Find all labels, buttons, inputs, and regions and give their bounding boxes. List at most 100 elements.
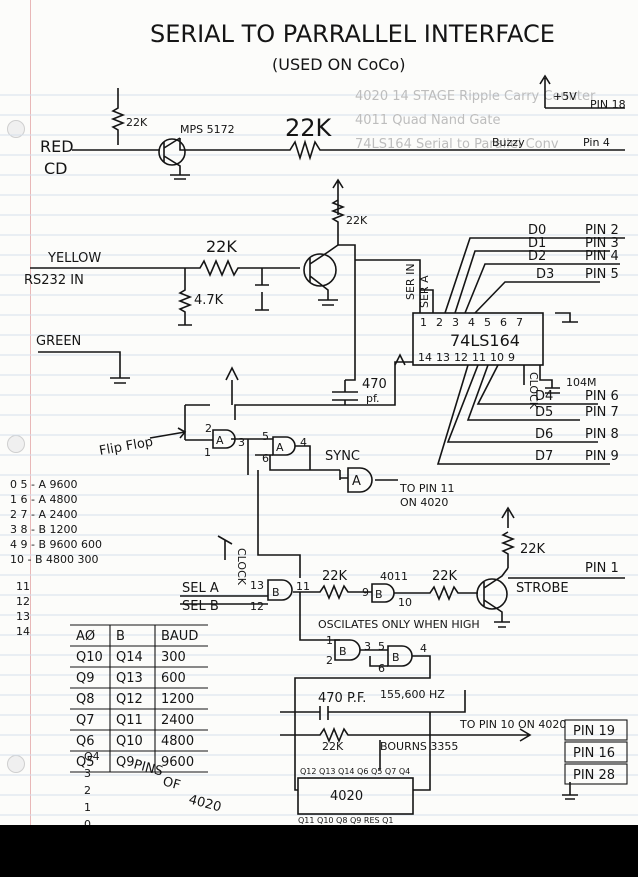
capacitor-unit: pf.: [366, 392, 380, 405]
serin-label: SER IN: [404, 263, 417, 300]
sync-gate: [339, 467, 373, 493]
transistor-mps5172: [158, 138, 186, 166]
chip-top-pins: Q12 Q13 Q14 Q6 Q5 Q7 Q4: [300, 767, 410, 776]
resistor-22k-mid: [179, 138, 470, 161]
osc-gate: [387, 645, 413, 667]
table-header: AØ: [76, 629, 95, 644]
table-cell: Q5: [76, 755, 95, 770]
resistor-label: 22K: [432, 569, 458, 584]
osc-resistor: [280, 726, 465, 744]
table-cell: 300: [161, 650, 186, 665]
pin-number: 10: [490, 351, 504, 364]
transistor-strobe: [476, 578, 508, 610]
chip-label: 4011: [380, 570, 408, 583]
flipflop-arrow: [225, 366, 239, 405]
ghost-line: 4020 14 STAGE Ripple Carry Counter: [355, 89, 596, 104]
green-label: GREEN: [36, 334, 81, 349]
pin-number: 6: [500, 316, 507, 329]
pin-number: 5: [484, 316, 491, 329]
resistor-22k-clock: [293, 583, 372, 601]
page-margin-line: [30, 0, 31, 877]
baud-note: 4 9 - B 9600 600: [10, 538, 102, 551]
transistor-leads: [483, 567, 510, 628]
power-pin: PIN 19: [573, 724, 615, 739]
strobe-label: STROBE: [516, 581, 569, 596]
power-pin-box: [564, 763, 628, 785]
pin-number: 4: [420, 642, 427, 655]
sync-label: SYNC: [325, 449, 360, 464]
green-ground: [38, 351, 130, 384]
power-pin-box: [564, 741, 628, 763]
data-line-name: D3: [536, 267, 554, 282]
input-red: RED: [40, 137, 74, 156]
pin-number: 2: [205, 422, 212, 435]
resistor-label: 22K: [285, 114, 333, 142]
data-line-name: D6: [535, 427, 553, 442]
pin-number: 13: [250, 579, 264, 592]
pin-number: 9: [508, 351, 515, 364]
table-cell: Q7: [76, 713, 95, 728]
osc-cap-label: 470 P.F.: [318, 691, 366, 706]
pin-number: 1: [326, 634, 333, 647]
pin-number: 7: [516, 316, 523, 329]
pin-number: 4: [300, 436, 307, 449]
pin-number: 13: [436, 351, 450, 364]
gate-label: A: [276, 441, 284, 454]
buzzy-label: Buzzy: [492, 136, 525, 149]
data-lines-lower: [436, 364, 610, 465]
pin-number: 11: [296, 580, 310, 593]
chip-bottom-pins: Q11 Q10 Q8 Q9 RES Q1: [298, 816, 394, 825]
title: SERIAL TO PARRALLEL INTERFACE: [150, 20, 555, 48]
q-label: 3: [84, 767, 91, 780]
clock-wire: [257, 480, 301, 578]
osc-wires: [294, 649, 431, 735]
chip-label: 74LS164: [450, 331, 520, 350]
counter-wires: [294, 712, 431, 791]
table-cell: Q11: [116, 713, 143, 728]
q-label: 0: [84, 818, 91, 831]
buzzy-pin: Pin 4: [583, 136, 610, 149]
gate-label: B: [272, 586, 280, 599]
transistor-leads: [163, 137, 181, 175]
transistor-label: MPS 5172: [180, 123, 235, 136]
q-column: Q43210: [84, 750, 100, 831]
osc-capacitor: [280, 690, 466, 720]
pin-number: 11: [472, 351, 486, 364]
table-header: BAUD: [161, 629, 198, 644]
power-ground: [562, 782, 578, 800]
baud-note: 3 8 - B 1200: [10, 523, 78, 536]
sel-b-label: SEL B: [182, 599, 219, 614]
table-cell: 600: [161, 671, 186, 686]
nand-gate: [272, 436, 296, 456]
pin-number: 14: [418, 351, 432, 364]
table-cell: 4800: [161, 734, 194, 749]
pins-note: 4020: [187, 792, 223, 815]
resistor-22k-pullup: [330, 178, 346, 245]
data-line-pin: PIN 2: [585, 223, 619, 238]
power-pin-box: [564, 719, 628, 741]
data-line-pin: PIN 9: [585, 449, 619, 464]
capacitor-470pf: [332, 380, 358, 405]
baud-note: 0 5 - A 9600: [10, 478, 77, 491]
data-lines-upper: [444, 237, 625, 314]
data-line-name: D4: [535, 389, 553, 404]
pin-number: 10: [398, 596, 412, 609]
data-line-name: D7: [535, 449, 553, 464]
transistor-input: [303, 253, 337, 287]
oscillator-note: OSCILATES ONLY WHEN HIGH: [318, 618, 480, 631]
table-header: B: [116, 629, 125, 644]
pin-number: 2: [436, 316, 443, 329]
data-line-pin: PIN 6: [585, 389, 619, 404]
chip-bottom-pins: 14 13 12 11 10 9: [418, 351, 515, 364]
data-line-name: D0: [528, 223, 546, 238]
sync-to-pin: TO PIN 11: [399, 482, 454, 495]
q-label: 2: [84, 784, 91, 797]
pin-number: 12: [454, 351, 468, 364]
nand-gate: [212, 429, 236, 449]
table-cell: 9600: [161, 755, 194, 770]
